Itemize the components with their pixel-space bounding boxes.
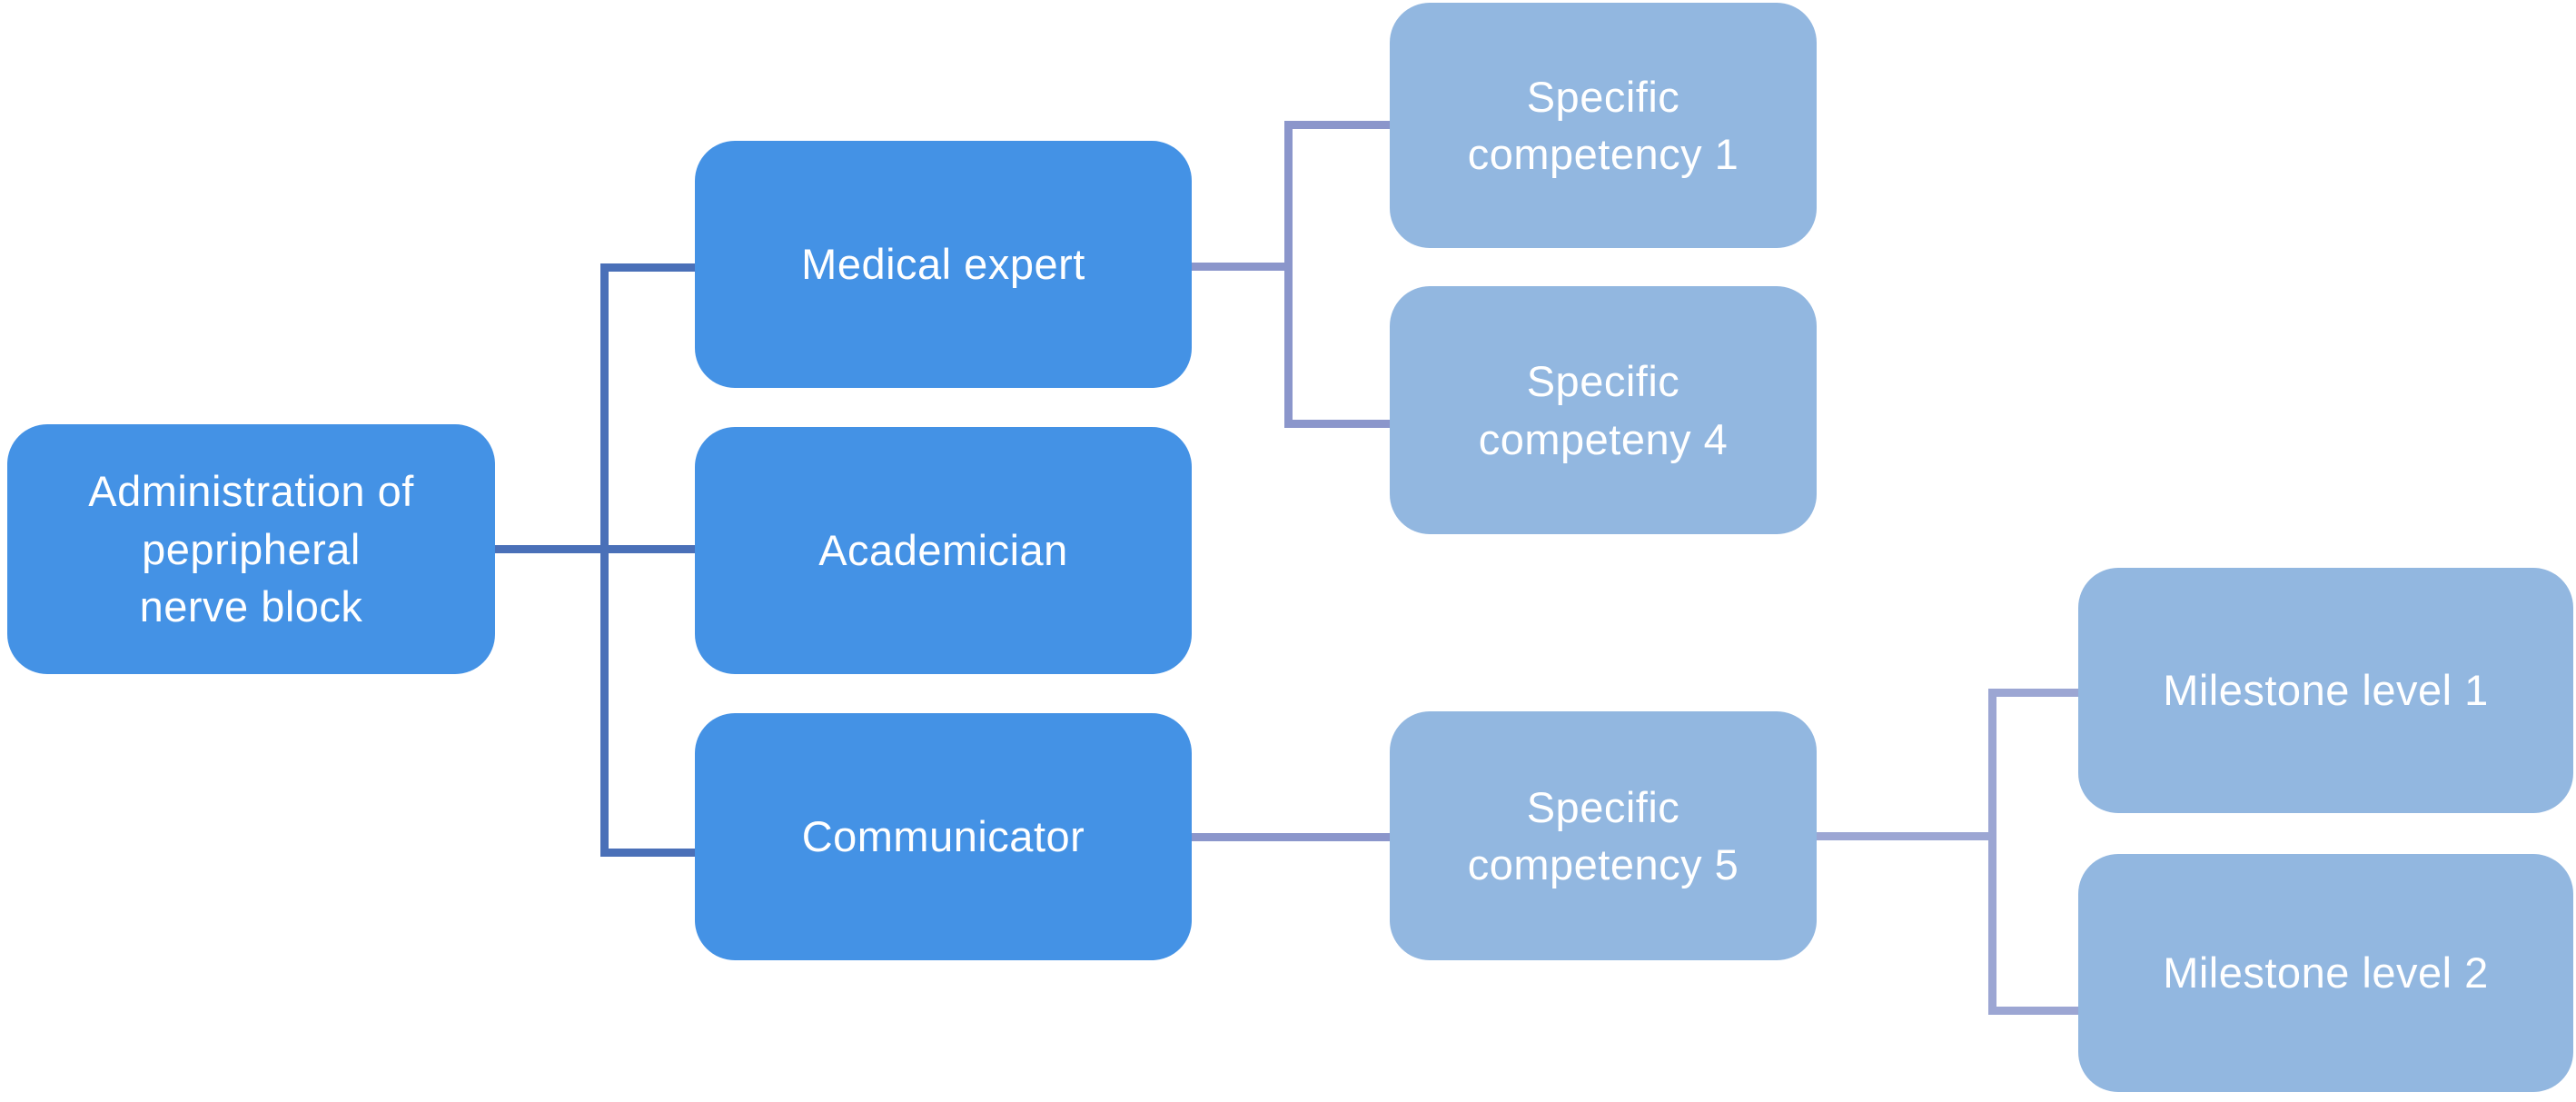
connector-milestones-trunk [1988,689,1996,1015]
node-label-line: Medical expert [801,240,1085,289]
connector-root-to-trunk [495,545,695,553]
node-milestone-level-1: Milestone level 1 [2078,568,2573,813]
node-label-line: Specific [1526,72,1680,121]
node-label-line: pepripheral [142,524,361,573]
connector-branch-milestone-level-1 [1988,689,2078,697]
connector-branch-specific-competency-1 [1284,121,1390,129]
node-label-line: nerve block [139,582,363,631]
node-label-line: Milestone level 1 [2163,666,2489,715]
node-label-line: Specific [1526,782,1680,831]
node-label-line: Academician [818,526,1068,575]
node-academician: Academician [695,427,1192,674]
node-label-line: competeny 4 [1478,414,1729,463]
node-label-line: competency 5 [1467,840,1739,889]
node-milestone-level-2: Milestone level 2 [2078,854,2573,1092]
connector-communicator-to-specific-competency-5 [1187,833,1390,841]
node-label-line: Administration of [88,467,414,516]
node-label-line: Communicator [801,812,1085,861]
node-specific-competency-1: Specific competency 1 [1390,3,1817,248]
connector-competencies-trunk [1284,121,1293,428]
connector-roles-trunk [600,263,609,857]
node-medical-expert: Medical expert [695,141,1192,388]
node-label-line: competency 1 [1467,130,1739,178]
node-label-line: Milestone level 2 [2163,948,2489,998]
connector-branch-medical-expert [600,263,695,272]
node-specific-competeny-4: Specific competeny 4 [1390,286,1817,534]
connector-branch-milestone-level-2 [1988,1007,2078,1015]
node-communicator: Communicator [695,713,1192,960]
connector-medical-expert-to-trunk [1192,263,1288,271]
connector-branch-specific-competeny-4 [1284,420,1390,428]
connector-specific-competency-5-to-trunk [1817,832,1992,840]
node-label-line: Specific [1526,357,1680,406]
node-root-administration-of-peripheral-nerve-block: Administration of pepripheral nerve bloc… [7,424,495,674]
connector-branch-communicator [600,849,695,857]
node-specific-competency-5: Specific competency 5 [1390,711,1817,960]
